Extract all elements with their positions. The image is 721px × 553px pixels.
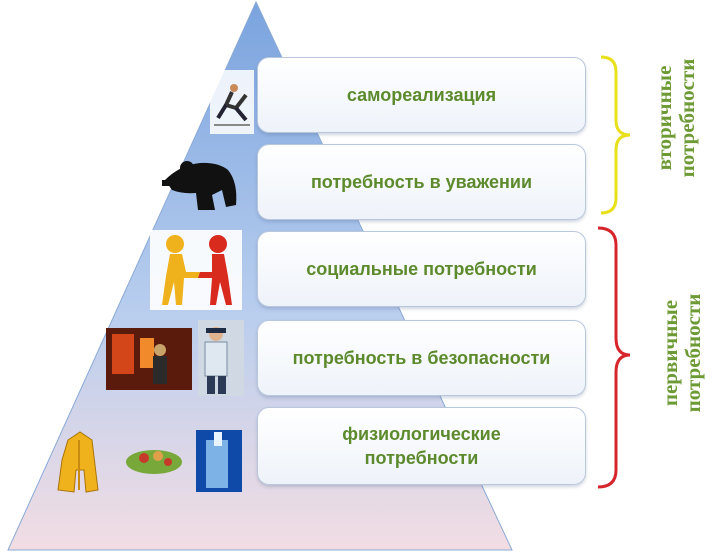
level-label: социальные потребности <box>306 259 537 279</box>
primary-brace <box>597 226 631 489</box>
level-physiological: физиологические потребности <box>257 407 586 485</box>
level-safety: потребность в безопасности <box>257 320 586 396</box>
level-label: самореализация <box>346 85 497 105</box>
bowing-businessman-icon <box>162 161 237 210</box>
jumping-person-icon <box>210 70 254 134</box>
level-social: социальные потребности <box>257 231 586 307</box>
level-label: потребность в безопасности <box>292 348 551 368</box>
handshake-figures-icon <box>150 230 242 310</box>
level-label: физиологические потребности <box>342 424 501 468</box>
secondary-needs-label: вторичные потребности <box>652 58 699 178</box>
jacket-food-water-icon <box>57 430 242 493</box>
level-label: потребность в уважении <box>310 172 533 192</box>
secondary-brace <box>600 55 631 215</box>
level-self-actualization: самореализация <box>257 57 586 133</box>
level-esteem: потребность в уважении <box>257 144 586 220</box>
firefighter-police-icon <box>106 320 244 396</box>
primary-needs-label: первичные потребности <box>658 293 705 413</box>
